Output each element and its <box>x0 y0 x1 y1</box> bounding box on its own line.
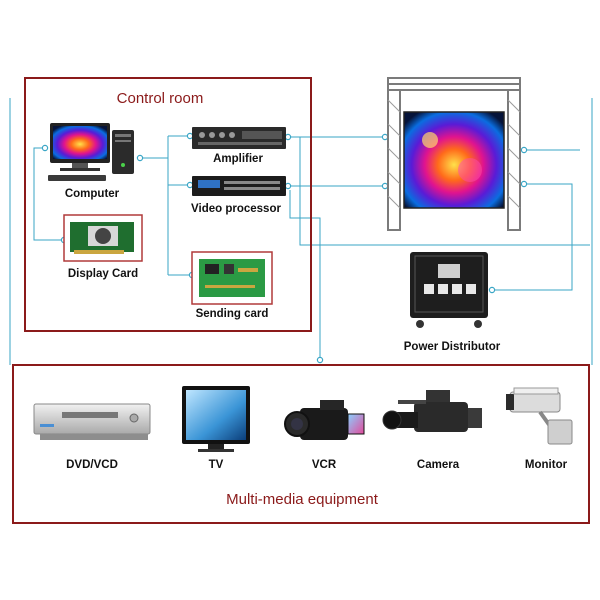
video-processor-icon <box>192 176 286 196</box>
multimedia-frame <box>12 364 590 524</box>
control-room-frame <box>24 77 312 332</box>
computer-label: Computer <box>64 188 120 200</box>
device-label-vcr: VCR <box>311 459 337 471</box>
control-room-title: Control room <box>116 90 204 107</box>
graphics-card-icon <box>70 222 134 254</box>
device-label-camera: Camera <box>416 459 460 471</box>
amplifier-upper-extend <box>299 137 590 246</box>
led-screen-icon <box>387 77 521 231</box>
screen-right-link-2 <box>492 183 573 291</box>
power-distributor-icon <box>410 252 488 328</box>
dvd-player-icon <box>33 403 151 440</box>
amplifier-icon <box>192 127 286 149</box>
video-processor-label: Video processor <box>191 203 281 215</box>
broadcast-camera-icon <box>382 390 482 432</box>
tv-icon <box>182 386 250 452</box>
device-label-tv: TV <box>208 459 224 471</box>
desktop-computer-icon <box>48 123 134 181</box>
camcorder-icon <box>284 400 365 440</box>
display-card-label: Display Card <box>67 268 139 280</box>
computer-displaycard-link <box>33 147 64 241</box>
sending-card-icon <box>199 259 265 297</box>
videoproc-media-link <box>289 190 321 360</box>
multimedia-title: Multi-media equipment <box>226 491 378 508</box>
cctv-camera-icon <box>506 387 573 445</box>
power-distributor-label: Power Distributor <box>403 341 501 353</box>
device-label-monitor: Monitor <box>524 459 568 471</box>
amplifier-label: Amplifier <box>213 153 263 165</box>
device-label-dvd: DVD/VCD <box>66 459 118 471</box>
sending-card-label: Sending card <box>195 308 269 320</box>
connector-lines <box>9 98 593 365</box>
